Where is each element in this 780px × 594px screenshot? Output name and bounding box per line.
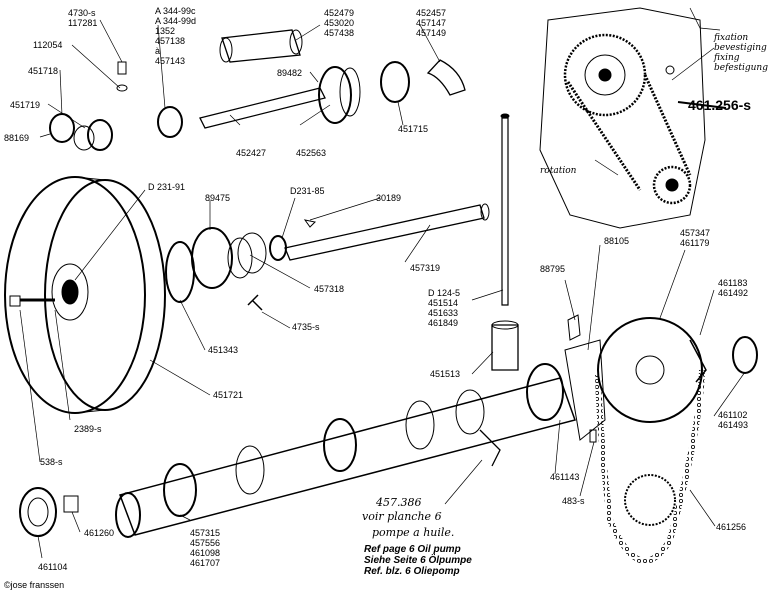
label-112054: 112054: [33, 40, 63, 50]
timing-cover-inset: [539, 7, 727, 229]
label-461260: 461260: [84, 528, 115, 538]
label-461104: 461104: [38, 562, 68, 572]
label-451715: 451715: [398, 124, 429, 134]
label-451513: 451513: [430, 369, 461, 379]
label-30189: 30189: [376, 193, 402, 203]
copyright-text: ©jose franssen: [4, 580, 65, 590]
label-452563: 452563: [296, 148, 327, 158]
label-d231-85: D231-85: [290, 186, 325, 196]
label-538-s: 538-s: [40, 457, 63, 467]
bearing-assembly: [165, 203, 490, 311]
leader-lines: [19, 19, 746, 559]
pushrod: [491, 113, 519, 371]
camshaft: [115, 363, 576, 538]
label-d231-91: D 231-91: [148, 182, 186, 192]
label-457319: 457319: [410, 263, 441, 273]
label-452427: 452427: [236, 148, 267, 158]
oil-pump-line2: pompe a huile.: [372, 526, 455, 539]
label-2389-s: 2389-s: [74, 424, 102, 434]
label-451343: 451343: [208, 345, 239, 355]
label-451719: 451719: [10, 100, 41, 110]
label-4735-s: 4735-s: [292, 322, 320, 332]
inset-part-number: 461.256-s: [688, 97, 752, 113]
oil-pump-ref: 457.386: [376, 496, 422, 509]
flywheel: [4, 176, 166, 414]
label-461256: 461256: [716, 522, 747, 532]
label-88105: 88105: [604, 236, 630, 246]
oil-pump-line1: voir planche 6: [362, 510, 442, 523]
label-483-s: 483-s: [562, 496, 585, 506]
top-row-parts: [49, 29, 466, 151]
label-457318: 457318: [314, 284, 345, 294]
label-88795: 88795: [540, 264, 566, 274]
label-461143: 461143: [550, 472, 580, 482]
label-451721: 451721: [213, 390, 244, 400]
label-88169: 88169: [4, 133, 30, 143]
timing-chain-assembly: [564, 314, 758, 564]
label-451718: 451718: [28, 66, 59, 76]
label-89475: 89475: [205, 193, 231, 203]
label-89482: 89482: [277, 68, 303, 78]
bottom-parts: [19, 429, 597, 537]
inset-rotation-label: rotation: [540, 166, 577, 176]
